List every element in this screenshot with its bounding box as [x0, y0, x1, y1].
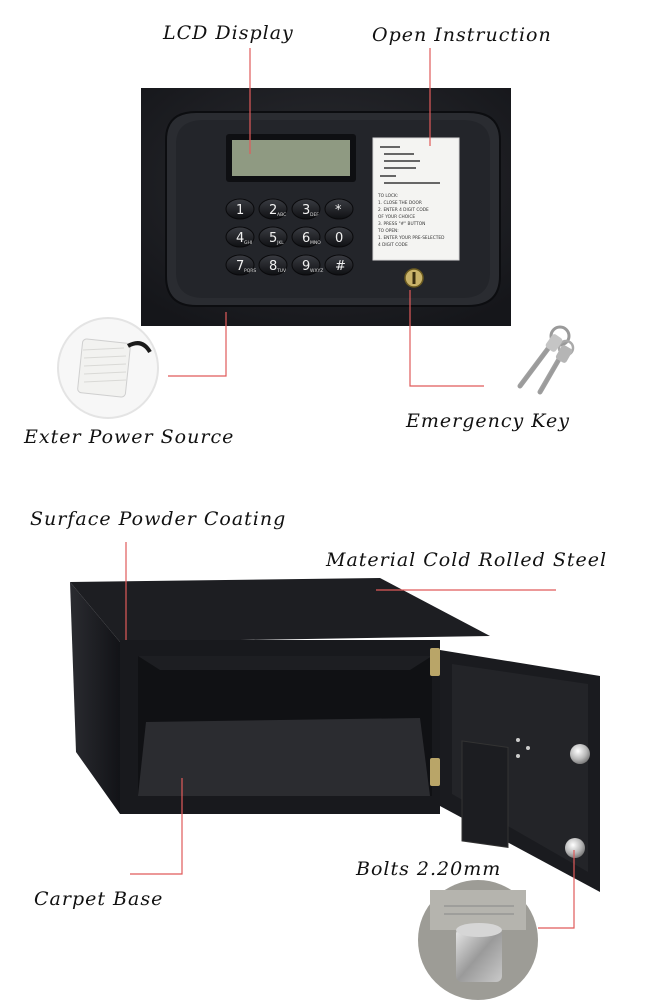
callout-lines-bottom [125, 542, 575, 929]
svg-text:4: 4 [236, 231, 244, 246]
instruction-card [372, 137, 460, 261]
keypad-key-#[interactable]: # [324, 254, 354, 276]
emergency-key-photo [517, 325, 575, 395]
instruction-line: TO OPEN: [377, 228, 399, 234]
label-emergency-key: Emergency Key [406, 410, 570, 432]
svg-text:1: 1 [236, 203, 244, 218]
instruction-line: 3. PRESS "#" BUTTON [378, 221, 425, 227]
svg-text:PQRS: PQRS [244, 268, 256, 274]
instruction-line: OF YOUR CHOICE [378, 214, 415, 220]
svg-text:JKL: JKL [276, 240, 284, 246]
svg-text:ABC: ABC [277, 212, 286, 218]
keypad-key-0[interactable]: 0 [324, 226, 354, 248]
label-open-instruction: Open Instruction [372, 24, 552, 46]
bolt-detail-photo [418, 880, 538, 1000]
svg-text:3: 3 [302, 203, 310, 218]
svg-text:0: 0 [335, 231, 343, 246]
keypad-key-*[interactable]: * [324, 198, 354, 220]
instruction-line: TO LOCK: [377, 193, 398, 199]
label-bolts: Bolts 2.20mm [356, 858, 502, 880]
label-exter-power-source: Exter Power Source [24, 426, 235, 448]
svg-text:6: 6 [302, 231, 310, 246]
bolt-lower [565, 838, 585, 858]
svg-text:7: 7 [236, 259, 244, 274]
label-lcd-display: LCD Display [163, 22, 294, 44]
safe-photo [70, 578, 600, 892]
svg-text:*: * [335, 203, 342, 218]
label-surface-powder-coating: Surface Powder Coating [30, 508, 287, 530]
lcd-screen [232, 140, 350, 176]
label-material: Material Cold Rolled Steel [326, 549, 608, 571]
instruction-line: 2. ENTER 4 DIGIT CODE [378, 207, 429, 213]
label-carpet-base: Carpet Base [34, 888, 164, 910]
keypad-key-1[interactable]: 1 [225, 198, 255, 220]
svg-text:9: 9 [302, 259, 310, 274]
instruction-line: 1. ENTER YOUR PRE-SELECTED [378, 235, 445, 241]
svg-text:TUV: TUV [276, 268, 287, 274]
svg-text:8: 8 [269, 259, 277, 274]
svg-text:MNO: MNO [310, 240, 321, 246]
svg-text:DEF: DEF [310, 212, 319, 218]
svg-text:2: 2 [269, 203, 277, 218]
svg-text:#: # [335, 259, 346, 274]
svg-text:WXYZ: WXYZ [310, 268, 323, 274]
svg-text:GHI: GHI [244, 240, 252, 246]
callout-lines-top [168, 48, 484, 387]
instruction-line: 1. CLOSE THE DOOR [378, 200, 422, 206]
bolt-upper [570, 744, 590, 764]
instruction-line: 4 DIGIT CODE [378, 242, 408, 248]
external-power-source-photo [57, 317, 159, 419]
svg-text:5: 5 [269, 231, 277, 246]
